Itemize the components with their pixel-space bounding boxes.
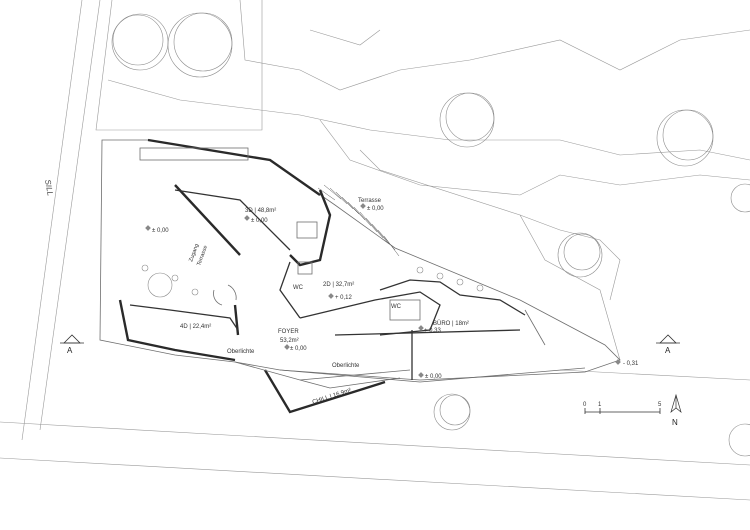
office-label: BÜRO | 18m² (433, 320, 469, 327)
stair-hatch (317, 184, 400, 257)
chill-label: CHILL | 16,9m² (312, 388, 352, 406)
room-3d-level: ± 0,00 (251, 218, 268, 224)
section-marker-left: A (60, 334, 84, 355)
room-4d-label: 4D | 22,4m² (180, 324, 211, 330)
level-markers (145, 203, 621, 378)
office-level: + 0,33 (424, 328, 442, 334)
room-3d-label: 3D | 48,8m² (245, 208, 276, 214)
site-parcels (95, 0, 750, 361)
room-2d-label: 2D | 32,7m² (323, 282, 354, 288)
foyer-area: 53,2m² (280, 338, 299, 344)
foyer-label: FOYER (278, 329, 299, 335)
skylight-right-label: Oberlichte (332, 363, 360, 369)
section-marker-right: A (656, 334, 680, 355)
wc-right-label: WC (391, 304, 402, 310)
foyer-level: ± 0,00 (290, 346, 307, 352)
river-label: SILL (43, 179, 55, 197)
north-arrow: N (670, 393, 682, 427)
west-level: ± 0,00 (152, 228, 169, 234)
section-label-left: A (67, 346, 73, 355)
street-lines (0, 369, 750, 501)
room-2d-level: + 0,12 (335, 295, 353, 301)
building-outline (99, 138, 621, 414)
terrace-level: ± 0,00 (367, 206, 384, 212)
south-level: ± 0,00 (425, 374, 442, 380)
fixtures (141, 221, 484, 321)
scale-tick-0: 0 (583, 402, 587, 408)
scale-bar: 0 1 5 (583, 402, 662, 414)
north-label: N (672, 418, 678, 427)
scale-tick-1: 1 (598, 402, 602, 408)
wc-left-label: WC (293, 285, 304, 291)
river-bank (21, 0, 101, 441)
room-labels: 3D | 48,8m² ± 0,00 ± 0,00 Terrasse ± 0,0… (152, 198, 639, 406)
trees (111, 12, 750, 457)
terrace-label: Terrasse (358, 198, 382, 204)
east-level: - 0,31 (623, 361, 639, 367)
section-label-right: A (665, 346, 671, 355)
skylight-left-label: Oberlichte (227, 349, 255, 355)
scale-tick-5: 5 (658, 402, 662, 408)
